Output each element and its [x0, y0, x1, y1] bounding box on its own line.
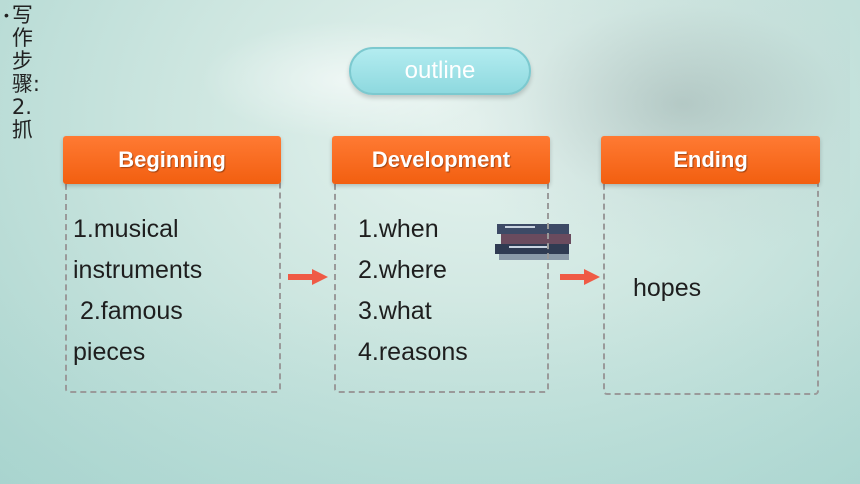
- arrow-right-icon: [560, 269, 600, 285]
- development-list: 1.when 2.where 3.what 4.reasons: [358, 209, 468, 373]
- arrow-right-icon: [288, 269, 328, 285]
- side-note: • 写作步骤:2.抓: [4, 3, 40, 142]
- development-header: Development: [332, 136, 550, 184]
- beginning-header: Beginning: [63, 136, 281, 184]
- list-item: 3.what: [358, 297, 432, 325]
- list-item: hopes: [633, 274, 702, 302]
- background-blur: [430, 0, 850, 260]
- list-item: 1.musical: [73, 215, 179, 243]
- book-stack-image: [495, 224, 571, 260]
- ending-header-text: Ending: [673, 147, 748, 172]
- list-item: 2.famous: [73, 297, 183, 325]
- side-note-text: 写作步骤:2.抓: [11, 3, 40, 142]
- list-item: pieces: [73, 338, 146, 366]
- list-item: 2.where: [358, 256, 447, 284]
- ending-list: hopes: [633, 268, 701, 309]
- bullet-marker: •: [4, 7, 9, 23]
- list-item: 4.reasons: [358, 338, 468, 366]
- ending-header: Ending: [601, 136, 820, 184]
- development-header-text: Development: [371, 147, 511, 172]
- outline-text: outline: [404, 57, 476, 84]
- list-item: 1.when: [358, 215, 439, 243]
- beginning-list: 1.musical instruments 2.famous pieces: [73, 209, 202, 373]
- beginning-header-text: Beginning: [118, 147, 226, 172]
- outline-label: outline: [349, 47, 531, 95]
- list-item: instruments: [73, 256, 203, 284]
